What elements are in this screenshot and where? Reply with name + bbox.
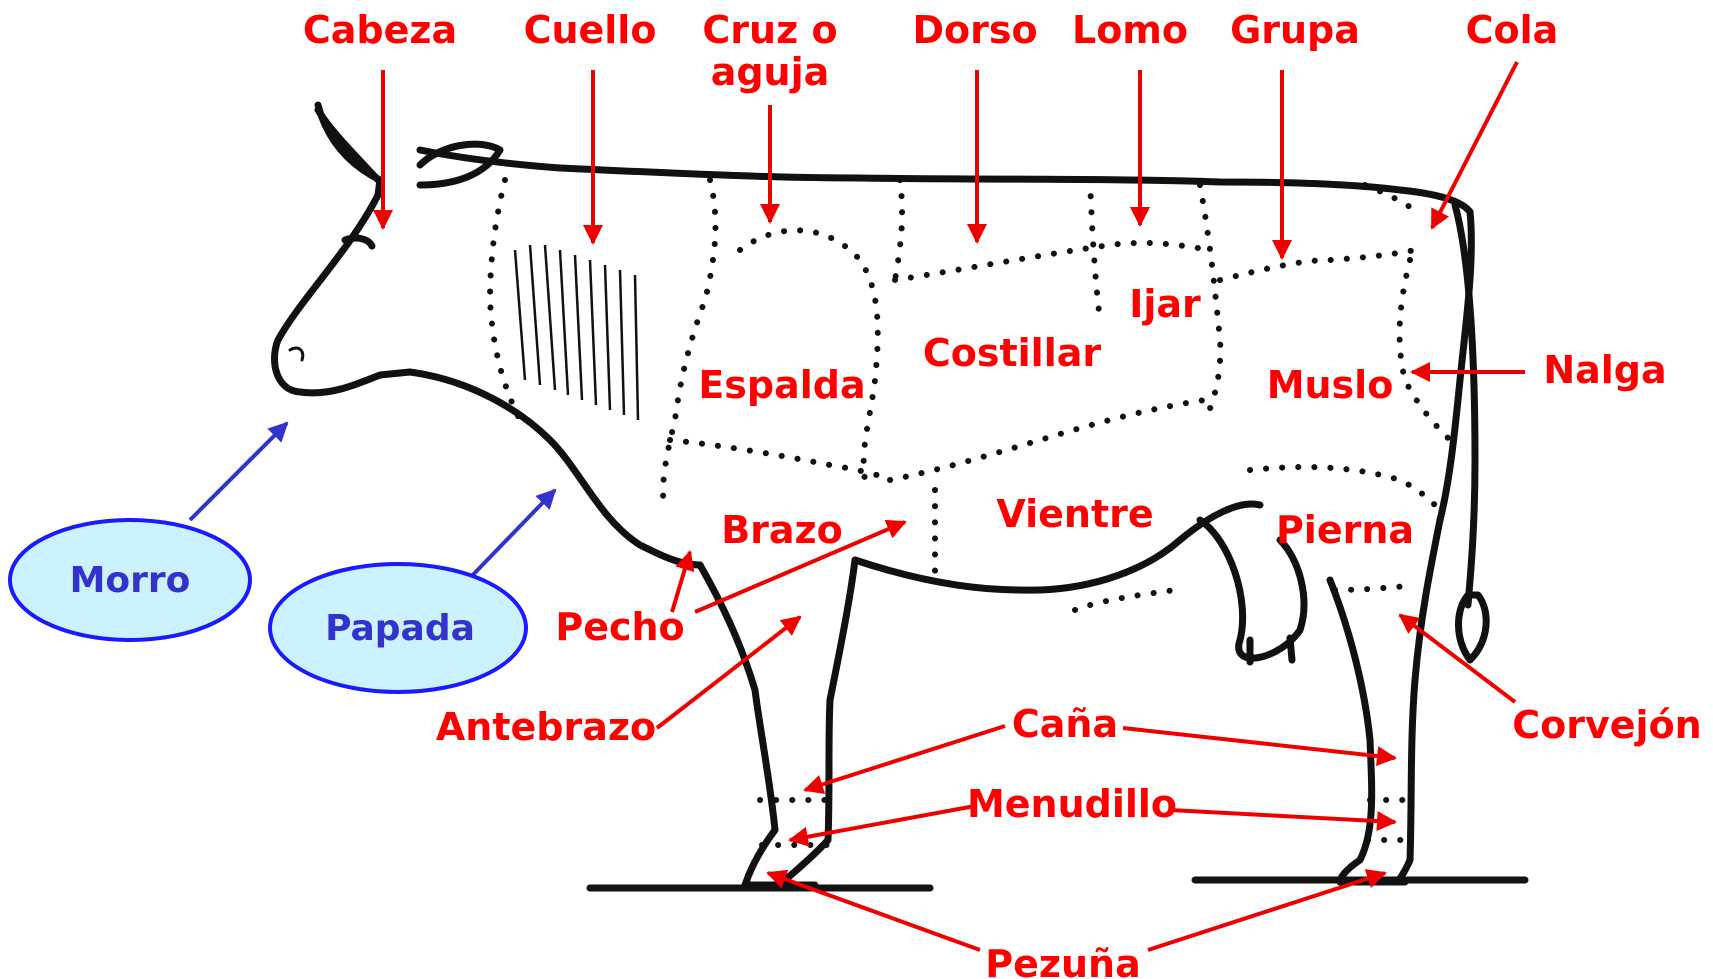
arrow-cola [1430,61,1519,230]
cow-topline [416,146,1474,216]
cow-front-leg-right [776,556,859,889]
blue-arrows [188,421,557,584]
label-lomo: Lomo [1072,8,1188,52]
label-costillar: Costillar [923,331,1101,375]
label-cruz-line2: aguja [711,50,830,94]
label-muslo: Muslo [1267,363,1394,407]
cow-belly [851,500,1264,594]
cow-nostril [288,346,305,362]
arrow-pecho-2 [694,519,907,614]
cow-rump [1436,208,1475,524]
arrow-pecho-1 [670,550,695,613]
cow-horn [314,106,384,186]
cow-dewlap [406,368,704,569]
label-morro: Morro [70,560,191,601]
label-espalda: Espalda [698,363,865,407]
arrow-corvejon [1398,613,1517,704]
arrow-pezuna-right [1147,869,1387,952]
label-papada: Papada [325,608,475,649]
cow-hind-leg-front [1326,576,1376,886]
label-brazo: Brazo [721,508,843,552]
arrow-papada [464,488,557,584]
label-cruz-line1: Cruz o [702,8,837,52]
papada-bubble [268,562,528,694]
cow-tail [1451,201,1479,609]
label-pezuna: Pezuña [985,942,1141,979]
label-pecho: Pecho [555,605,684,649]
label-grupa: Grupa [1230,8,1360,52]
arrow-cana-left [803,724,1006,795]
label-cuello: Cuello [524,8,657,52]
red-arrows [373,61,1525,952]
label-menudillo: Menudillo [967,782,1177,826]
cow-front-leg-left [696,561,779,889]
label-antebrazo: Antebrazo [436,705,656,749]
label-dorso: Dorso [912,8,1037,52]
arrow-pezuna-left [766,869,981,952]
cow-teat-2 [1286,634,1296,664]
cow-udder [1196,516,1308,662]
label-cola: Cola [1466,8,1559,52]
labels: Cabeza Cuello Cruz o aguja Dorso Lomo Gr… [70,8,1702,979]
neck-shading [513,244,640,421]
arrow-menudillo-left [788,804,976,847]
arrow-menudillo-right [1169,808,1397,832]
cow-illustration [271,101,1529,892]
arrow-morro [188,421,289,522]
label-pierna: Pierna [1276,508,1414,552]
region-boundaries [486,177,1453,848]
cow-head [271,101,414,397]
label-ijar: Ijar [1129,282,1201,326]
cow-hind-leg-rear [1394,516,1444,886]
label-cabeza: Cabeza [303,8,457,52]
label-vientre: Vientre [996,492,1153,536]
morro-bubble [8,518,252,642]
arrow-antebrazo [655,615,802,730]
label-nalga: Nalga [1543,348,1666,392]
cow-tail-switch [1455,591,1490,664]
label-cana: Caña [1012,702,1118,746]
arrow-cana-right [1122,726,1397,766]
cow-eye [341,234,376,250]
label-corvejon: Corvejón [1512,703,1701,747]
